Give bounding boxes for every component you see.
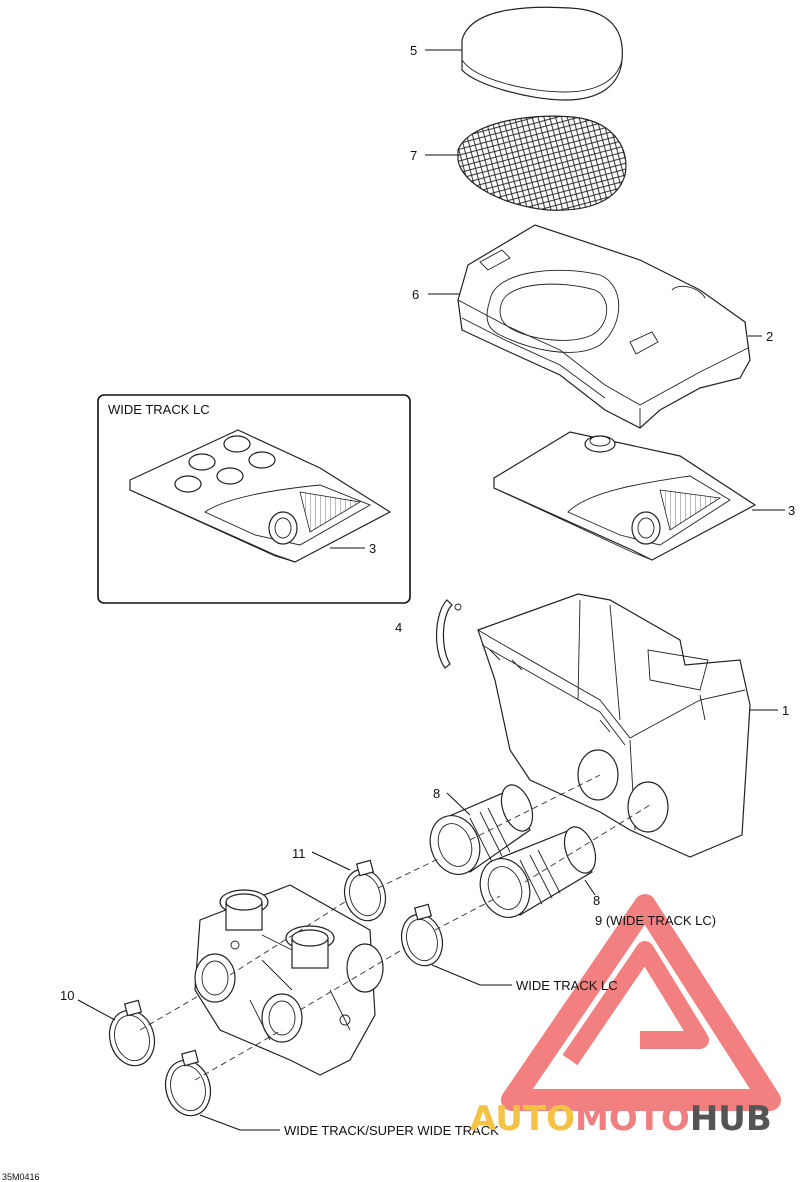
callout-6: 6 [412,287,419,302]
callout-7: 7 [410,148,417,163]
leader-11 [311,851,351,871]
part-5-filter-pad [461,6,623,101]
watermark-triangle-outer [501,894,781,1111]
callout-11: 11 [292,846,306,861]
callout-3-inset: 3 [369,541,376,556]
inset-frame [97,394,411,604]
carburetor-assembly [194,884,384,1076]
part-clamp-wide-track-super [164,1049,212,1117]
leader-8-top [446,792,471,816]
part-2-airbox-cover [457,224,751,429]
callout-9: 9 (WIDE TRACK LC) [595,913,716,928]
part-8-intake-boot-upper [429,784,534,875]
callout-2: 2 [766,329,773,344]
callout-10: 10 [60,988,74,1003]
callout-8-bottom: 8 [593,893,600,908]
part-10-clamp [108,999,156,1067]
callout-5: 5 [410,43,417,58]
part-11-clamp [343,859,387,922]
watermark-moto: MOTO [575,1099,690,1139]
leader-wide-track-super [199,1114,280,1131]
part-1-airbox [477,593,751,858]
part-clamp-wide-track-lc [400,903,444,967]
callout-8-top: 8 [433,786,440,801]
watermark-auto: AUTO [470,1099,575,1139]
inset-base-plate [129,429,392,563]
part-4-clip [435,599,462,669]
assembly-centerlines [139,774,651,1081]
watermark-text: AUTOMOTOHUB [470,1099,772,1139]
callout-1: 1 [782,703,789,718]
leader-wide-track-lc [431,964,512,986]
leader-8-bottom [584,879,596,896]
figure-id: 35M0416 [2,1172,40,1182]
watermark-logo [501,894,781,1111]
inset-title: WIDE TRACK LC [108,402,210,417]
watermark-triangle-inner [562,941,709,1066]
callout-4: 4 [395,620,402,635]
part-7-mesh-screen [457,115,627,211]
part-8-intake-boot-lower [479,826,597,918]
inset-wide-track-lc: WIDE TRACK LC 3 [97,394,411,604]
leader-10 [77,999,116,1021]
note-wide-track-super: WIDE TRACK/SUPER WIDE TRACK [284,1123,499,1138]
note-wide-track-lc: WIDE TRACK LC [516,978,618,993]
part-3-base-plate [493,431,757,561]
callout-3: 3 [788,503,795,518]
watermark-hub: HUB [690,1099,772,1139]
